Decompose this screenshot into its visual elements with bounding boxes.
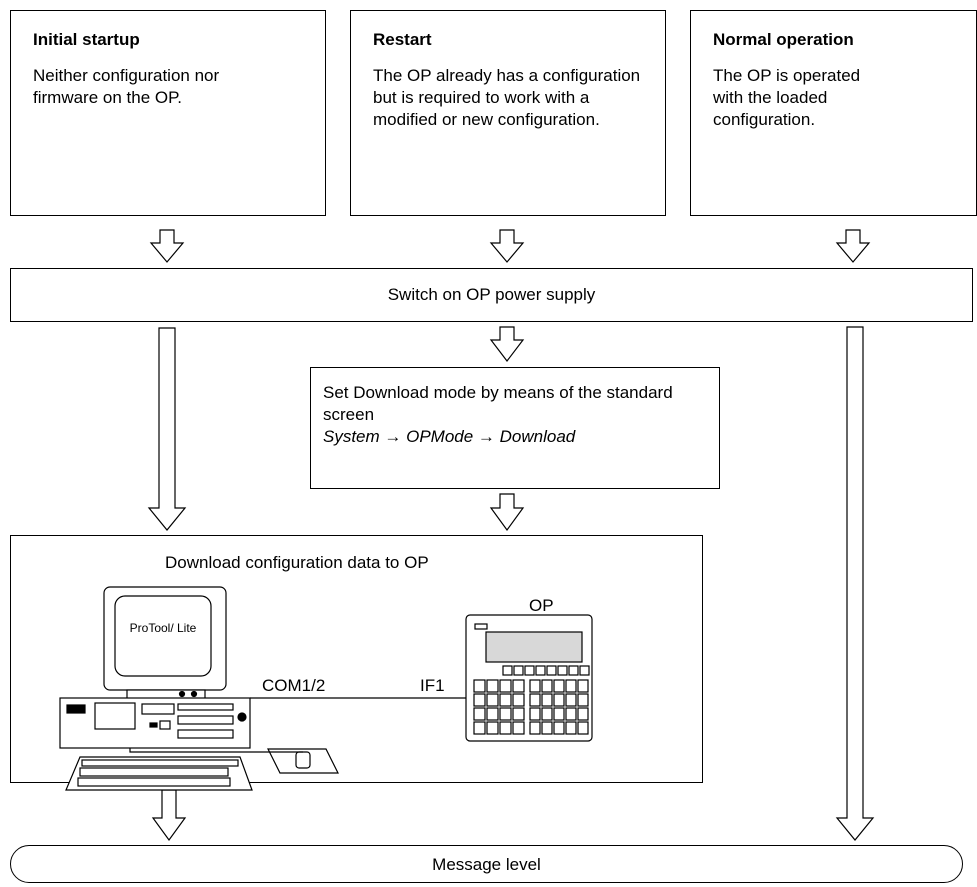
op-key: [473, 707, 486, 721]
initial-startup-box: Initial startup Neither configuration no…: [10, 10, 326, 216]
op-key: [579, 665, 590, 676]
op-key: [473, 679, 486, 693]
restart-box: Restart The OP already has a configurati…: [350, 10, 666, 216]
arrow-to-message: [151, 789, 187, 842]
op-key: [499, 721, 512, 735]
op-key: [499, 707, 512, 721]
download-mode-path: System → OPMode → Download: [323, 427, 576, 446]
op-key: [486, 679, 499, 693]
op-key: [557, 665, 568, 676]
op-key: [577, 707, 589, 721]
op-device-drawing: [465, 614, 593, 742]
power-supply-box: Switch on OP power supply: [10, 268, 973, 322]
monitor-label: ProTool/ Lite: [129, 621, 197, 635]
op-key: [577, 721, 589, 735]
op-display: [485, 631, 583, 663]
op-key: [529, 721, 541, 735]
op-key: [541, 693, 553, 707]
download-mode-box: Set Download mode by means of the standa…: [310, 367, 720, 489]
op-key: [486, 721, 499, 735]
op-key: [512, 679, 525, 693]
op-key: [486, 693, 499, 707]
arrow-mode-to-download: [489, 493, 525, 532]
normal-operation-title: Normal operation: [713, 30, 854, 49]
op-key: [565, 679, 577, 693]
pc-drawing: [59, 586, 339, 791]
op-key: [502, 665, 513, 676]
normal-operation-box: Normal operation The OP is operated with…: [690, 10, 977, 216]
initial-startup-title: Initial startup: [33, 30, 140, 49]
arrow-initial-down: [149, 229, 185, 263]
op-key: [529, 707, 541, 721]
op-key: [529, 679, 541, 693]
op-key: [553, 693, 565, 707]
op-key: [577, 693, 589, 707]
download-config-title: Download configuration data to OP: [165, 553, 429, 572]
op-key: [473, 721, 486, 735]
mouse: [295, 751, 311, 769]
op-key: [565, 721, 577, 735]
arrow-normal-down: [835, 229, 871, 263]
op-key: [535, 665, 546, 676]
arrow-restart-down: [489, 229, 525, 263]
op-key: [512, 721, 525, 735]
op-key: [553, 679, 565, 693]
op-key: [546, 665, 557, 676]
monitor-screen: [114, 595, 212, 677]
restart-title: Restart: [373, 30, 432, 49]
pc-port-label: COM1/2: [262, 676, 326, 695]
message-level-box: Message level: [10, 845, 963, 883]
op-key: [512, 707, 525, 721]
initial-startup-text: Neither configuration nor firmware on th…: [33, 66, 220, 107]
op-key: [553, 707, 565, 721]
power-supply-label: Switch on OP power supply: [387, 285, 596, 304]
arrow-left-long: [147, 327, 187, 531]
op-port-label: IF1: [420, 676, 445, 695]
op-key: [499, 679, 512, 693]
op-key: [541, 721, 553, 735]
op-key: [499, 693, 512, 707]
op-key: [565, 693, 577, 707]
message-level-label: Message level: [432, 855, 541, 874]
arrow-to-mode: [489, 326, 525, 362]
op-key: [541, 679, 553, 693]
op-key: [553, 721, 565, 735]
op-key: [512, 693, 525, 707]
op-keys: [473, 665, 590, 735]
op-key: [513, 665, 524, 676]
normal-operation-text: The OP is operated with the loaded confi…: [713, 66, 861, 129]
arrow-right-long: [835, 326, 875, 841]
op-key: [541, 707, 553, 721]
op-key: [473, 693, 486, 707]
op-key: [529, 693, 541, 707]
restart-text: The OP already has a configuration but i…: [373, 66, 641, 129]
op-device-label: OP: [529, 596, 554, 615]
op-key: [565, 707, 577, 721]
op-key: [568, 665, 579, 676]
op-key: [577, 679, 589, 693]
download-mode-text: Set Download mode by means of the standa…: [323, 383, 673, 424]
op-key: [486, 707, 499, 721]
op-key: [524, 665, 535, 676]
